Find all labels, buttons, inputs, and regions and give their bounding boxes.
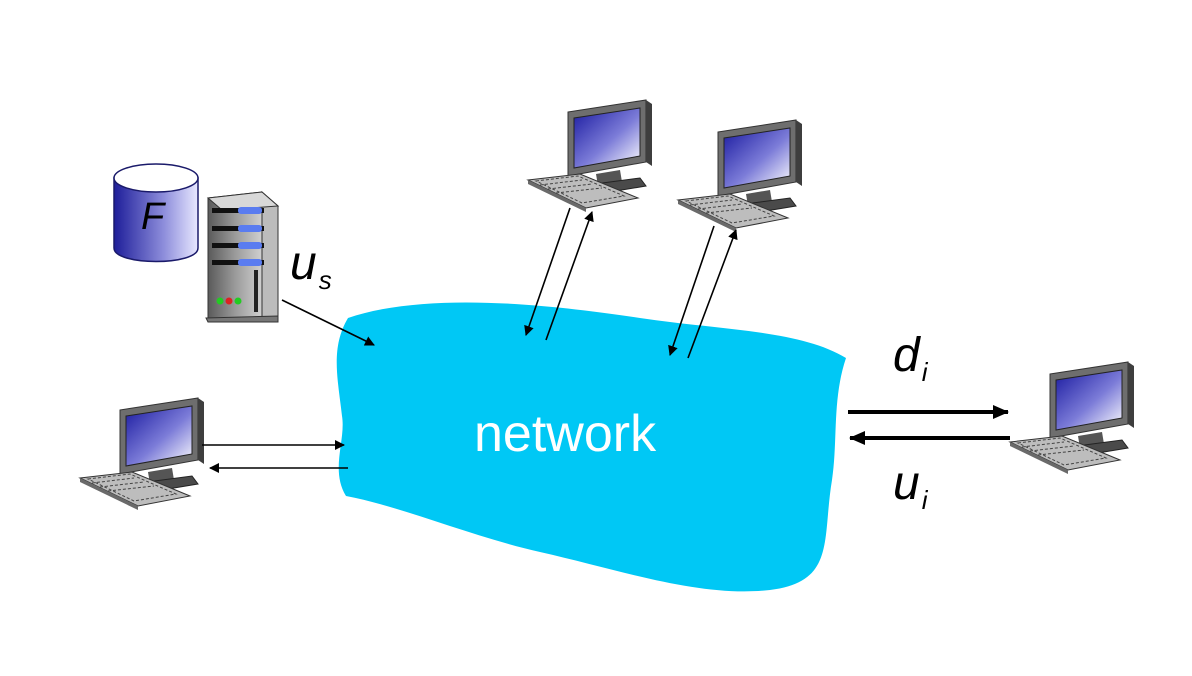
peer-top1-down-arrow: [524, 207, 571, 336]
computer-icon: [1009, 361, 1135, 475]
peer-upload-sub: i: [921, 485, 928, 515]
peer-download-label: di: [893, 329, 927, 386]
server-upload-label: us: [290, 237, 332, 294]
network-cloud: [336, 302, 846, 592]
computer-icon: [527, 99, 653, 213]
peer-top1-up-arrow: [545, 211, 594, 341]
server-upload-sub: s: [318, 265, 332, 295]
peer-upload-base: u: [893, 457, 920, 510]
server-to-network-arrow: [281, 299, 375, 346]
peer-download-sub: i: [921, 357, 928, 387]
peer-top2-up-arrow: [687, 229, 738, 359]
peer-top2-down-arrow: [668, 225, 715, 356]
network-label: network: [474, 405, 657, 463]
peer-upload-label: ui: [893, 457, 927, 514]
file-label: F: [141, 196, 165, 238]
database-icon: [113, 163, 199, 263]
peer-download-base: d: [893, 329, 920, 382]
computer-icon: [677, 119, 803, 233]
computer-icon: [79, 397, 205, 511]
server-icon: [205, 190, 280, 323]
server-upload-base: u: [290, 237, 317, 290]
